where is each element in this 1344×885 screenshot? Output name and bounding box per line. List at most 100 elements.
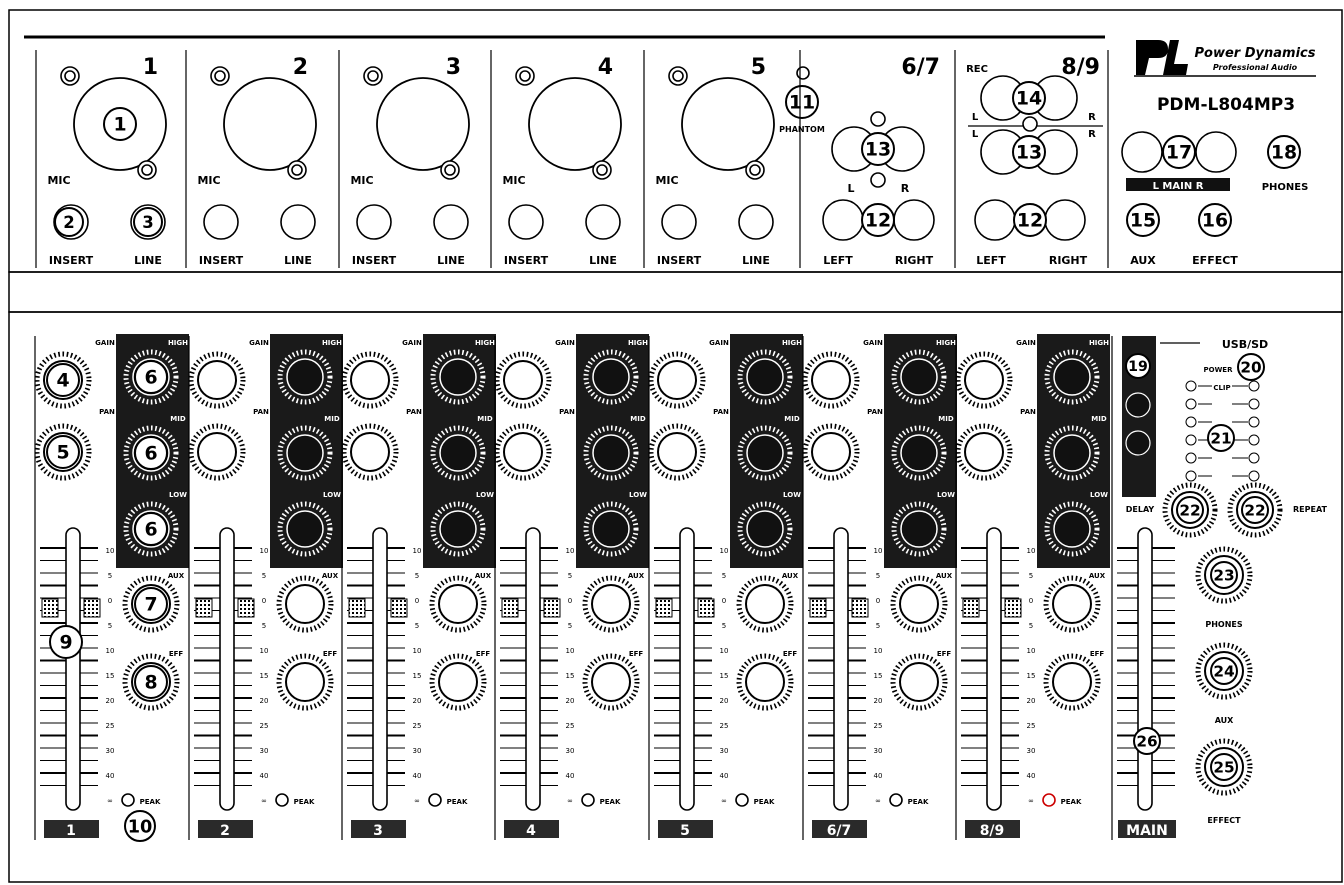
pan-knob[interactable] [811,432,851,472]
channel-fader-slot[interactable] [65,527,81,811]
fader-scale-label: 40 [1027,772,1036,780]
fader-cap-right[interactable] [390,598,408,618]
fader-cap-left[interactable] [41,598,59,618]
line-jack[interactable] [433,204,469,240]
eff-send-knob[interactable] [591,662,631,702]
aux-send-knob[interactable] [438,584,478,624]
eq-high-knob[interactable] [592,358,630,396]
insert-jack[interactable] [356,204,392,240]
eq-high-knob[interactable] [746,358,784,396]
channel-fader-slot[interactable] [679,527,695,811]
fader-cap-right[interactable] [697,598,715,618]
gain-knob[interactable] [503,360,543,400]
fader-scale-label: 20 [874,697,883,705]
fader-scale-label: 40 [566,772,575,780]
pan-knob[interactable] [350,432,390,472]
eq-low-knob[interactable] [900,510,938,548]
aux-send-knob-scale [890,575,948,633]
pan-knob[interactable] [197,432,237,472]
meter-led-left [1185,398,1197,410]
line-right-jack-89[interactable] [1044,199,1086,241]
fader-cap-left[interactable] [655,598,673,618]
eq-low-knob[interactable] [1053,510,1091,548]
eq-mid-knob[interactable] [592,434,630,472]
line-left-jack[interactable] [822,199,864,241]
eq-mid-knob[interactable] [286,434,324,472]
aux-send-knob[interactable] [1052,584,1092,624]
main-fader-slot[interactable] [1137,527,1153,811]
fader-scale-label: 20 [566,697,575,705]
line-jack[interactable] [280,204,316,240]
pan-knob[interactable] [964,432,1004,472]
aux-send-knob[interactable] [591,584,631,624]
line-jack[interactable] [585,204,621,240]
eq-low-knob[interactable] [286,510,324,548]
channel-fader-slot[interactable] [525,527,541,811]
pan-knob[interactable] [503,432,543,472]
eq-high-knob[interactable] [286,358,324,396]
fader-cap-left[interactable] [501,598,519,618]
meter-led-right [1248,470,1260,482]
channel-fader-slot[interactable] [219,527,235,811]
fader-cap-right[interactable] [851,598,869,618]
eff-send-knob[interactable] [285,662,325,702]
line-right-jack[interactable] [893,199,935,241]
pan-knob[interactable] [657,432,697,472]
fader-cap-left[interactable] [348,598,366,618]
gain-knob[interactable] [964,360,1004,400]
eff-send-knob[interactable] [1052,662,1092,702]
fader-cap-right[interactable] [83,598,101,618]
fader-cap-left[interactable] [809,598,827,618]
gain-knob[interactable] [811,360,851,400]
eq-mid-knob[interactable] [439,434,477,472]
fader-cap-right[interactable] [1004,598,1022,618]
eff-send-knob[interactable] [745,662,785,702]
fader-cap-left[interactable] [195,598,213,618]
gain-knob[interactable] [197,360,237,400]
main-out-right[interactable] [1195,131,1237,173]
pan-label: PAN [406,408,422,416]
fader-cap-left[interactable] [962,598,980,618]
xlr-mic-jack[interactable] [376,77,470,171]
eq-low-knob[interactable] [439,510,477,548]
eq-low-knob[interactable] [592,510,630,548]
channel-fader-slot[interactable] [372,527,388,811]
eq-mid-knob[interactable] [746,434,784,472]
callout-number-n22: 22 [1244,501,1265,519]
insert-jack[interactable] [661,204,697,240]
line-left-jack-89[interactable] [974,199,1016,241]
left-label-89: LEFT [976,254,1006,267]
insert-jack[interactable] [508,204,544,240]
channel-fader-slot[interactable] [986,527,1002,811]
line-label: LINE [742,254,770,267]
eq-high-knob[interactable] [439,358,477,396]
aux-send-knob[interactable] [899,584,939,624]
aux-send-knob[interactable] [285,584,325,624]
fader-cap-right[interactable] [237,598,255,618]
gain-knob[interactable] [350,360,390,400]
eq-low-knob[interactable] [746,510,784,548]
eq-mid-knob[interactable] [900,434,938,472]
channel-fader-slot[interactable] [833,527,849,811]
phones-level-label: PHONES [1205,620,1243,629]
play-pause-button[interactable] [1125,392,1151,418]
eff-send-knob[interactable] [438,662,478,702]
line-jack[interactable] [738,204,774,240]
xlr-mic-jack[interactable] [223,77,317,171]
insert-jack[interactable] [203,204,239,240]
eq-mid-knob[interactable] [1053,434,1091,472]
fader-cap-right[interactable] [543,598,561,618]
eq-high-knob[interactable] [1053,358,1091,396]
gain-knob-scale [802,351,860,409]
eff-send-knob[interactable] [899,662,939,702]
xlr-mic-jack[interactable] [528,77,622,171]
stop-button[interactable] [1125,430,1151,456]
callout-n24 [1210,657,1238,685]
peak-led [581,793,595,807]
eq-high-knob[interactable] [900,358,938,396]
channel-number: 3 [446,55,461,80]
main-out-left[interactable] [1121,131,1163,173]
aux-send-knob[interactable] [745,584,785,624]
gain-knob[interactable] [657,360,697,400]
xlr-mic-jack[interactable] [681,77,775,171]
